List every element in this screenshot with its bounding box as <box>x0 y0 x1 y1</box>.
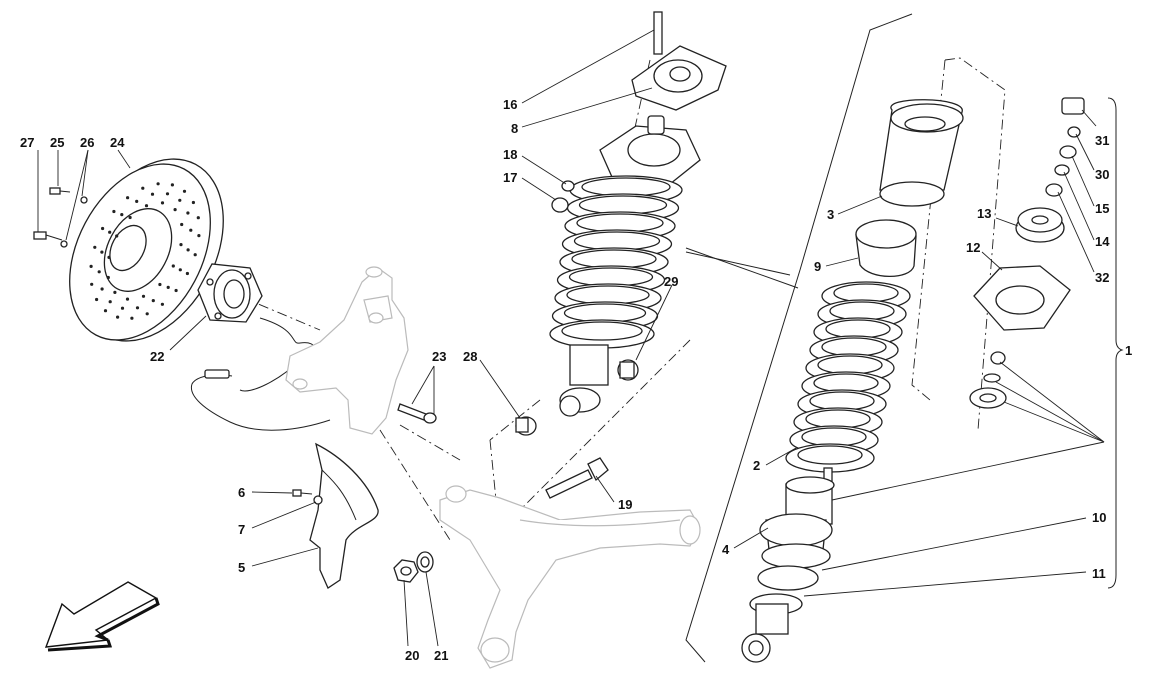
splash-guard <box>309 442 379 589</box>
callout-28: 28 <box>463 349 477 364</box>
callout-20: 20 <box>405 648 419 663</box>
bolt-19 <box>545 457 609 499</box>
callout-11: 11 <box>1092 566 1106 581</box>
callout-10: 10 <box>1092 510 1106 525</box>
callout-14: 14 <box>1095 234 1110 249</box>
callout-30: 30 <box>1095 167 1109 182</box>
nut-20 <box>393 559 419 583</box>
callout-5: 5 <box>238 560 245 575</box>
bolt-23 <box>397 403 437 424</box>
callout-27: 27 <box>20 135 34 150</box>
callout-24: 24 <box>110 135 125 150</box>
callout-29: 29 <box>664 274 678 289</box>
top-mount-parts <box>969 97 1085 409</box>
steering-knuckle <box>285 266 409 435</box>
callout-12: 12 <box>966 240 980 255</box>
screw-6 <box>292 489 313 497</box>
group-1-bracket <box>1107 97 1124 589</box>
callout-9: 9 <box>814 259 821 274</box>
callout-16: 16 <box>503 97 517 112</box>
lower-wishbone <box>439 485 701 669</box>
strut-assembly <box>549 11 727 417</box>
callout-15: 15 <box>1095 201 1109 216</box>
callout-3: 3 <box>827 207 834 222</box>
callout-32: 32 <box>1095 270 1109 285</box>
washer-21 <box>416 551 434 573</box>
callout-2: 2 <box>753 458 760 473</box>
callout-labels: 27 25 26 24 22 23 28 29 16 8 18 17 19 20… <box>20 97 1132 663</box>
callout-26: 26 <box>80 135 94 150</box>
callout-1: 1 <box>1125 343 1132 358</box>
disc-screws <box>33 187 88 248</box>
callout-23: 23 <box>432 349 446 364</box>
bushing-28 <box>515 416 537 436</box>
callout-18: 18 <box>503 147 517 162</box>
leader-lines <box>37 29 1105 647</box>
wheel-hub <box>197 263 263 323</box>
bushing-29 <box>617 359 639 381</box>
callout-21: 21 <box>434 648 448 663</box>
callout-6: 6 <box>238 485 245 500</box>
callout-31: 31 <box>1095 133 1109 148</box>
brake-disc <box>69 158 224 342</box>
callout-22: 22 <box>150 349 164 364</box>
callout-25: 25 <box>50 135 64 150</box>
callout-19: 19 <box>618 497 632 512</box>
exploded-shock <box>741 99 964 663</box>
callout-17: 17 <box>503 170 517 185</box>
callout-8: 8 <box>511 121 518 136</box>
callout-13: 13 <box>977 206 991 221</box>
front-arrow-icon <box>44 581 160 652</box>
callout-7: 7 <box>238 522 245 537</box>
callout-4: 4 <box>722 542 730 557</box>
